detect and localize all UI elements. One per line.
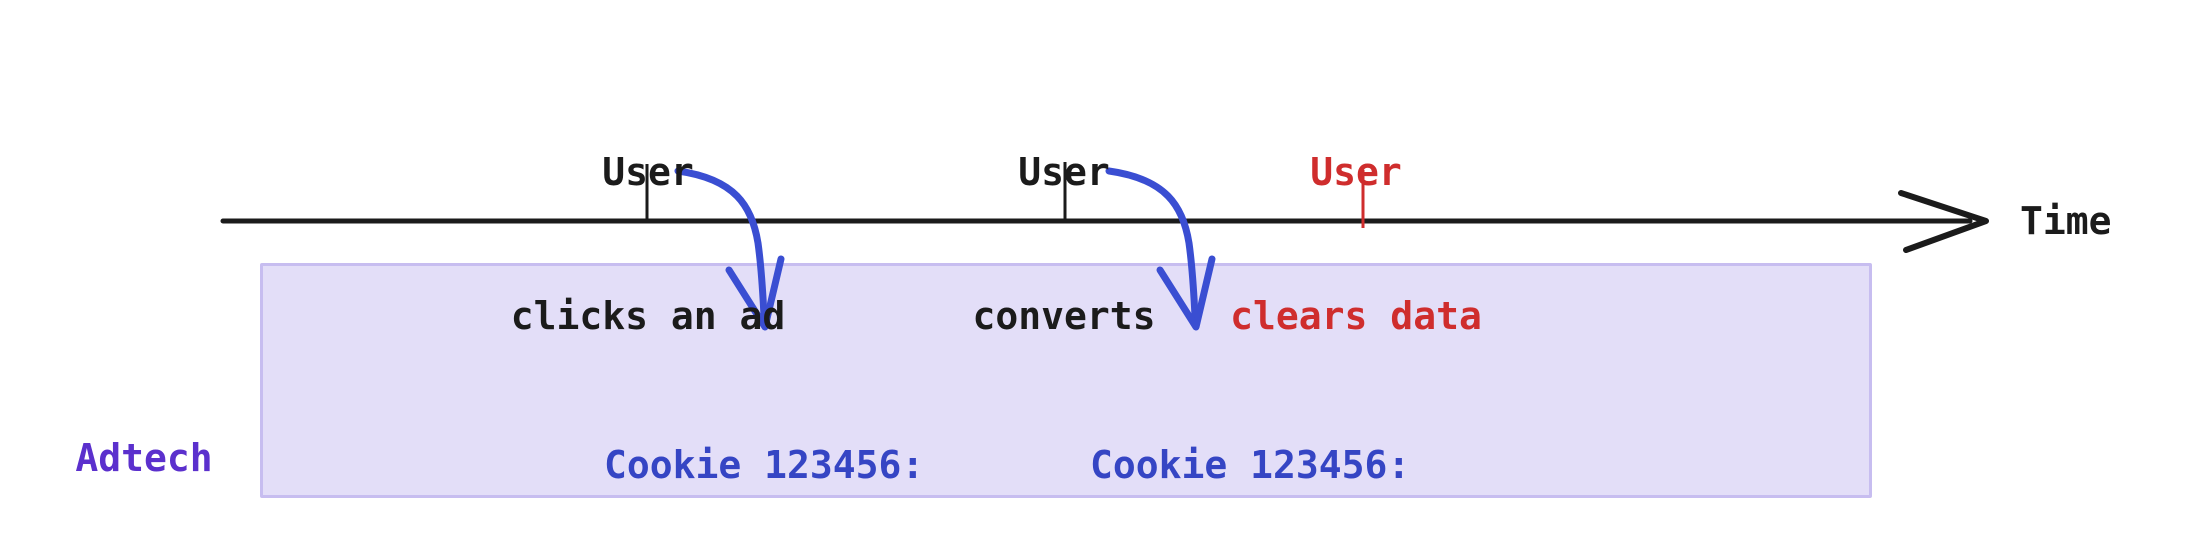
event-label-user-converts: User converts (972, 52, 1155, 436)
event-label-line: User (1310, 150, 1402, 194)
event-label-user-clears-data: User clears data (1230, 52, 1482, 436)
timeline-arrowhead-icon (1898, 190, 1989, 253)
arrow-click-to-cookie (674, 167, 768, 320)
event-label-line: User (1018, 150, 1110, 194)
event-label-line: User (602, 150, 694, 194)
cookie-record-line: Cookie 123456: (604, 443, 925, 487)
server-label-line: Adtech (75, 436, 213, 480)
arrowhead-convert-to-cookie-icon (1156, 255, 1216, 331)
adtech-server-box (260, 263, 1872, 498)
arrow-convert-to-cookie (1105, 167, 1199, 320)
event-label-line: converts (972, 294, 1156, 338)
axis-label-time: Time (2020, 199, 2112, 243)
cookie-record-converted: Cookie 123456: Converted (1090, 340, 1410, 534)
event-label-line: clicks an ad (510, 294, 786, 338)
event-label-user-clicks-ad: User clicks an ad (511, 52, 786, 436)
cookie-record-ad-clicked: Cookie 123456: Ad clicked (604, 340, 924, 534)
adtech-server-label: Adtech server (75, 326, 212, 534)
cookie-record-line: Cookie 123456: (1090, 443, 1411, 487)
event-label-line: clears data (1230, 294, 1482, 338)
arrowhead-click-to-cookie-icon (725, 255, 785, 331)
